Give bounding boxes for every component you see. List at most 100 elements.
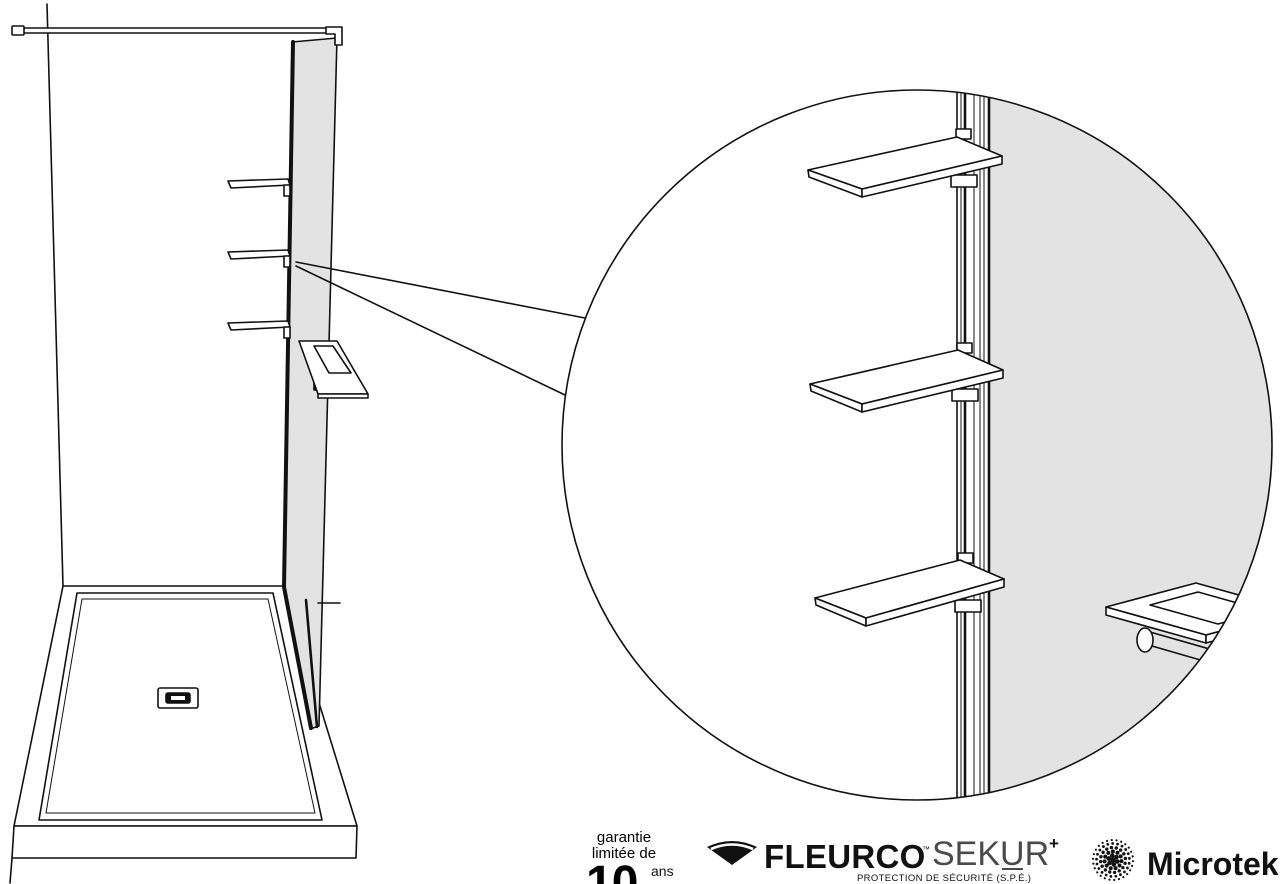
logo-dot — [1104, 863, 1109, 868]
zoom-glass-panel — [989, 90, 1272, 800]
logo-dot — [1109, 853, 1115, 858]
warranty-badge: garantie limitée de — [578, 830, 670, 862]
zoom-shelf-bracket — [950, 174, 978, 188]
warranty-line-1: garantie — [596, 829, 652, 846]
warranty-years-clip: 10 — [586, 860, 652, 884]
logo-dot — [1104, 873, 1108, 877]
glass-panel — [282, 37, 341, 730]
logo-dot — [1110, 838, 1113, 842]
logo-dot — [1128, 857, 1131, 860]
logo-dot — [1122, 875, 1125, 879]
logo-dot — [1123, 861, 1127, 865]
shower-base-front-face — [11, 825, 358, 859]
logo-dot — [1109, 874, 1113, 878]
logo-dot — [1100, 864, 1104, 868]
logo-dot — [1115, 839, 1118, 842]
logo-dot — [1102, 845, 1105, 848]
logo-dot — [1108, 866, 1113, 871]
logo-dot — [1111, 842, 1115, 845]
zoom-shelf-bracket — [954, 599, 982, 613]
logo-dot — [1126, 866, 1129, 870]
zoom-support-post — [956, 90, 991, 800]
logo-dot — [1124, 843, 1127, 846]
microtek-brand: Microtek — [1147, 846, 1279, 882]
logo-dot — [1098, 859, 1103, 864]
logo-dot — [1127, 846, 1130, 849]
logo-dot — [1120, 840, 1123, 843]
callout-lines — [295, 261, 586, 396]
logo-dot — [1097, 844, 1100, 847]
logo-dot — [1118, 854, 1123, 859]
zoom-towel-shelf-knob — [1136, 627, 1154, 653]
logo-dot — [1123, 870, 1126, 874]
logo-dot — [1107, 860, 1112, 866]
logo-dot — [1120, 844, 1124, 848]
logo-dot — [1118, 848, 1123, 852]
logo-dot — [1094, 848, 1097, 851]
logo-dot — [1095, 857, 1098, 861]
fleurco-tagline: PROTECTION DE SÉCURITÉ (S.P.É.) — [857, 873, 1032, 884]
logo-dot — [1129, 869, 1132, 872]
logo-dot — [1114, 859, 1120, 864]
wall-shelf — [227, 320, 291, 339]
logo-dot — [1101, 841, 1104, 845]
zoom-shelf-bracket — [951, 388, 979, 402]
logo-dot — [1105, 839, 1109, 843]
fleurco-product-name: SEKUR — [932, 835, 1050, 873]
logo-dot — [1122, 852, 1126, 856]
logo-dot — [1108, 870, 1112, 874]
towel-shelf — [298, 340, 369, 399]
logo-dot — [1109, 845, 1114, 850]
logo-dot — [1092, 862, 1095, 865]
logo-dot — [1102, 859, 1107, 864]
logo-dot — [1099, 874, 1102, 877]
logo-dot — [1103, 854, 1108, 859]
logo-dot — [1114, 846, 1118, 850]
logo-dot — [1131, 855, 1134, 858]
logo-dot — [1110, 849, 1115, 854]
logo-dot — [1130, 850, 1133, 853]
logo-dot — [1106, 850, 1111, 855]
wall-shelf — [227, 178, 291, 197]
glass-panel-channel — [282, 40, 313, 730]
logo-dot — [1105, 847, 1109, 851]
fleurco-trademark: ™ — [922, 845, 930, 854]
logo-dot — [1114, 854, 1119, 860]
logo-dot — [1117, 877, 1121, 881]
logo-dot — [1101, 850, 1105, 855]
logo-dot — [1119, 859, 1124, 864]
logo-dot — [1126, 852, 1130, 856]
sekur-underline — [1002, 868, 1023, 870]
microtek-dot-logo-icon — [1091, 838, 1135, 882]
logo-dot — [1126, 873, 1129, 876]
logo-dot — [1117, 863, 1122, 868]
logo-dot — [1110, 857, 1116, 863]
warranty-years: 10 — [586, 860, 652, 884]
support-bar-wall-cap — [11, 25, 25, 36]
logo-dot — [1098, 848, 1102, 852]
logo-dot — [1097, 867, 1101, 870]
logo-dot — [1092, 852, 1095, 856]
zoom-shelf — [814, 552, 1005, 627]
logo-dot — [1095, 862, 1099, 866]
logo-dot — [1123, 856, 1128, 861]
logo-dot — [1113, 866, 1118, 871]
logo-dot — [1103, 868, 1108, 872]
zoom-detail — [561, 89, 1273, 801]
logo-dot — [1106, 842, 1110, 846]
rear-wall — [9, 3, 64, 884]
zoom-shelf — [807, 128, 1003, 198]
logo-dot — [1103, 877, 1106, 880]
logo-dot — [1112, 870, 1117, 875]
warranty-line-2: limitée de — [591, 845, 657, 862]
logo-dot — [1106, 856, 1112, 861]
logo-dot — [1127, 861, 1131, 865]
support-bar — [11, 25, 343, 46]
logo-dot — [1117, 869, 1121, 873]
logo-dot — [1131, 860, 1135, 863]
fleurco-product-plus: + — [1049, 834, 1059, 853]
logo-dot — [1099, 855, 1103, 859]
fleurco-logo-mark-icon — [707, 841, 757, 865]
logo-dot — [1121, 865, 1125, 870]
logo-dot — [1096, 871, 1099, 874]
